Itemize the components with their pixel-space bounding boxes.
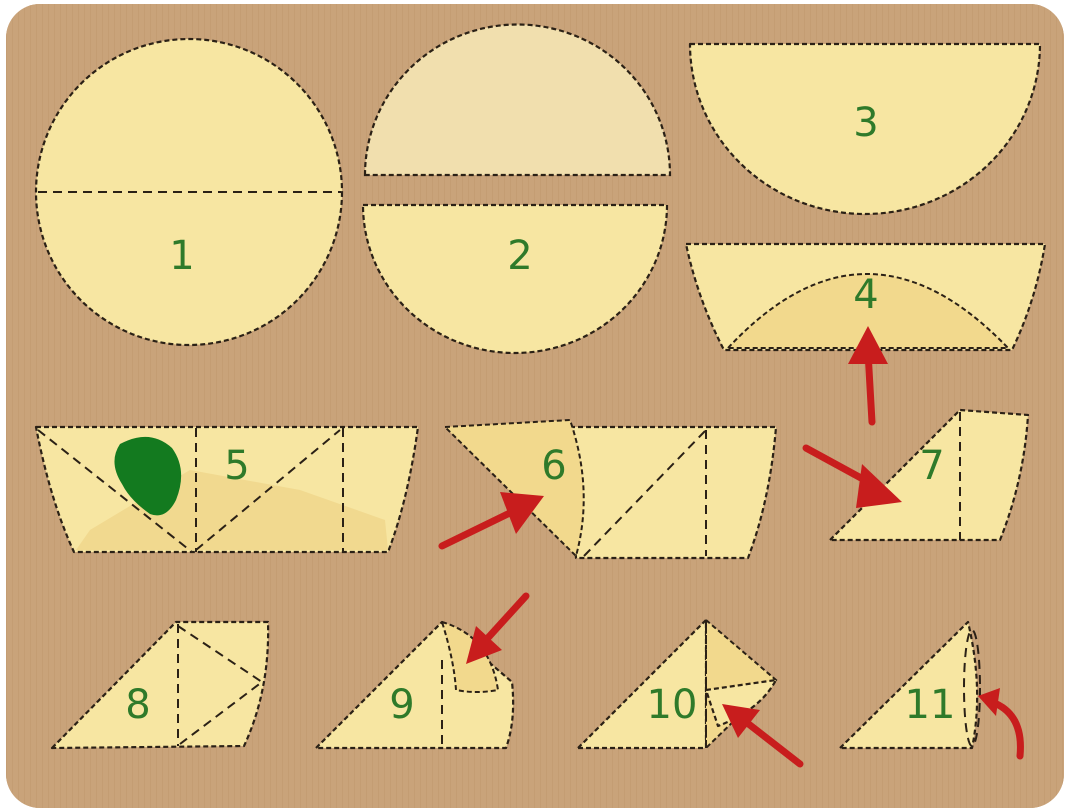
step-label: 6 [541, 443, 566, 489]
step-label: 3 [853, 100, 878, 146]
step-5: 5 [36, 427, 418, 552]
step-label: 2 [507, 233, 532, 279]
step-label: 5 [224, 443, 249, 489]
step-label: 7 [919, 443, 944, 489]
step-label: 9 [389, 682, 414, 728]
step-label: 4 [853, 272, 878, 318]
step-label: 10 [647, 682, 698, 728]
step-label: 1 [169, 233, 194, 279]
step-label: 11 [905, 682, 956, 728]
strip-right [570, 427, 776, 558]
step-label: 8 [125, 682, 150, 728]
step-1: 1 [36, 39, 342, 345]
